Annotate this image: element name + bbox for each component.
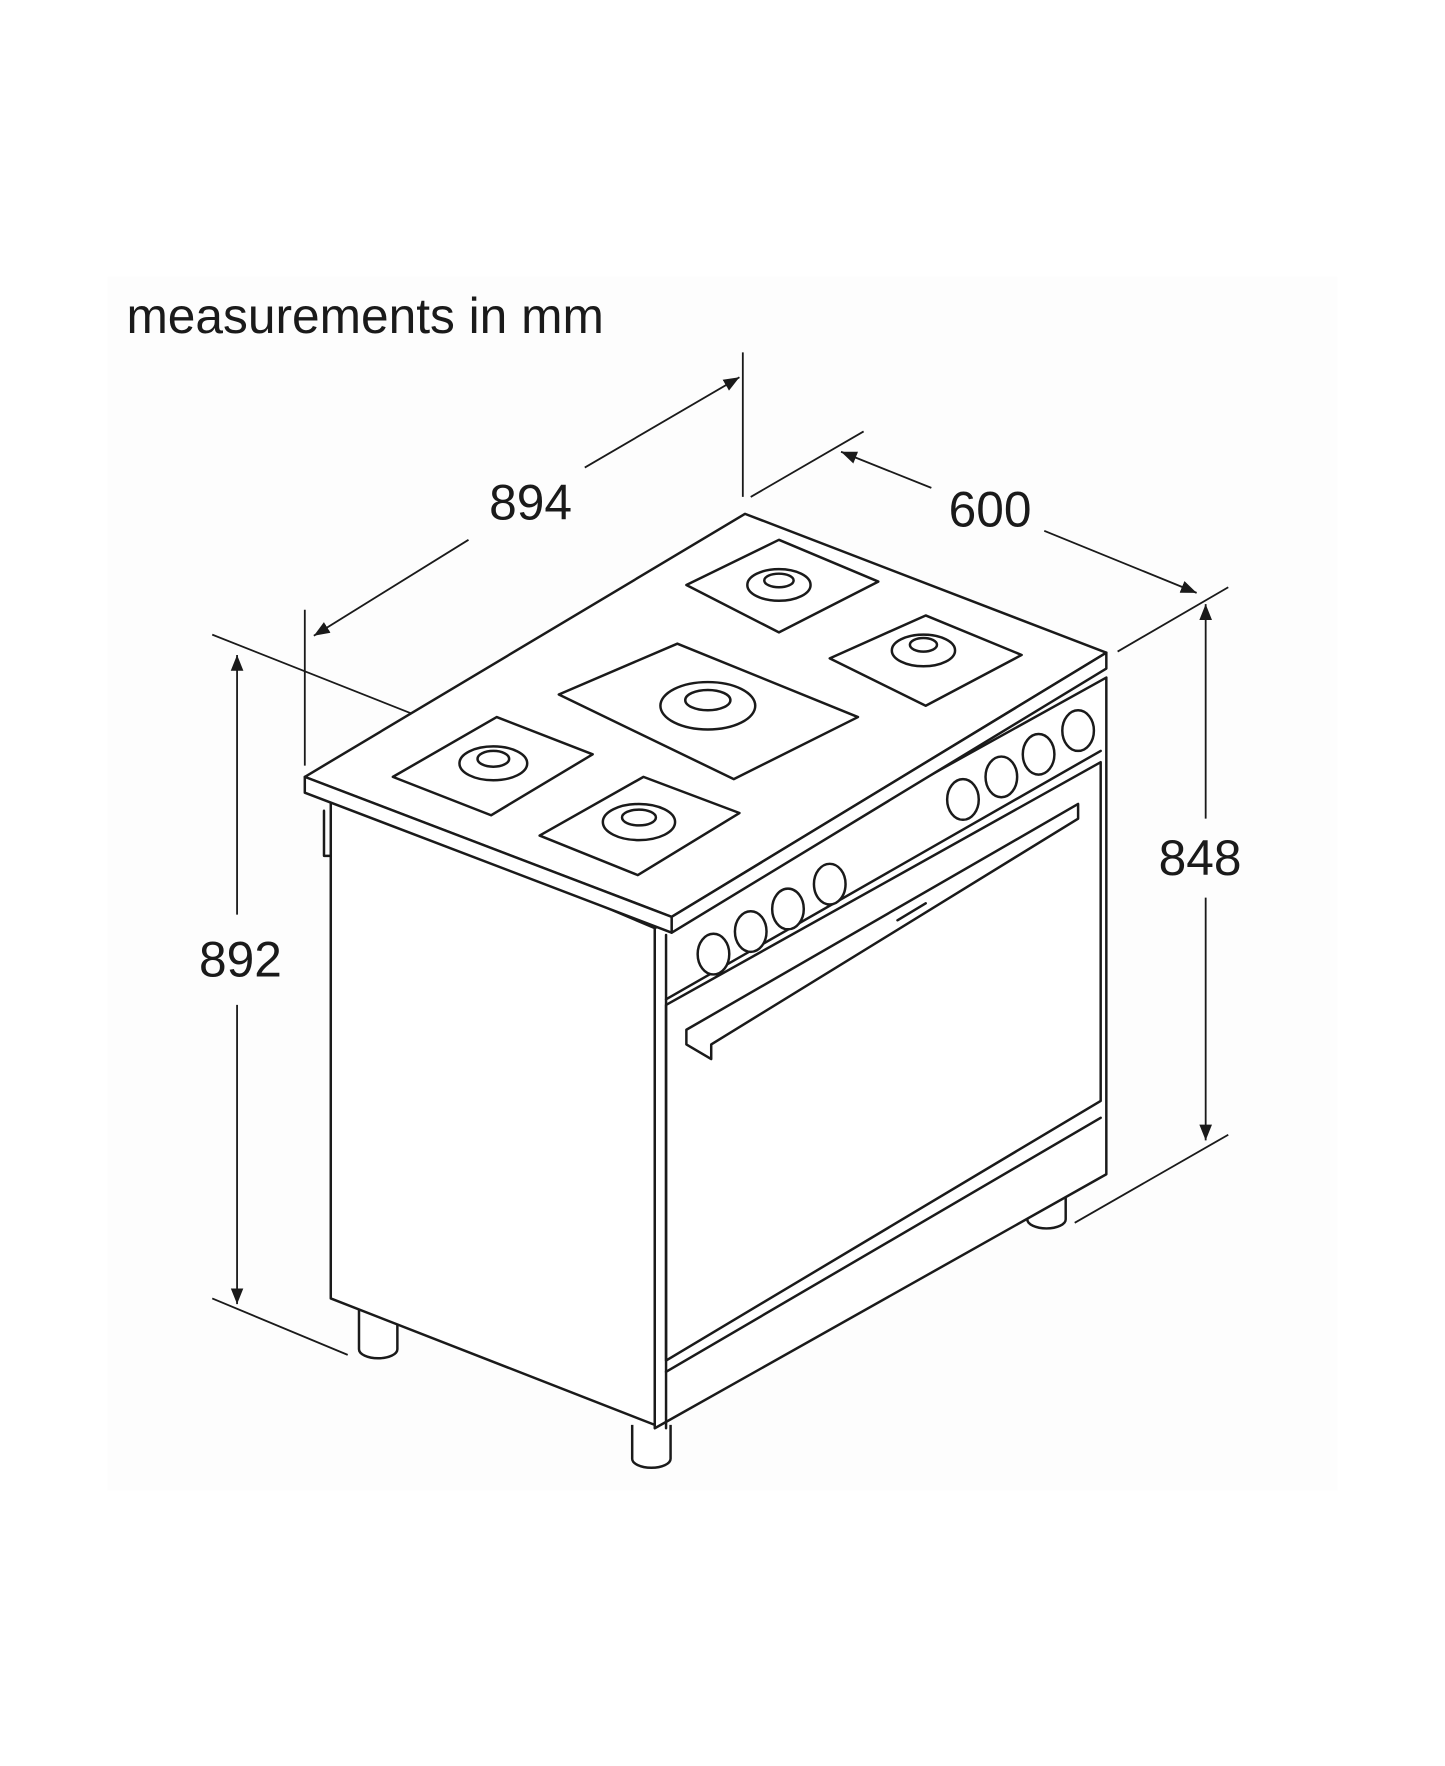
burners: [391, 538, 1023, 877]
cooker-drawing: [303, 512, 1108, 1469]
total-height-label: 892: [199, 932, 282, 988]
control-knobs: [696, 709, 1096, 976]
diagram-title: measurements in mm: [126, 288, 603, 344]
width-dimension: 894: [303, 352, 744, 766]
body-height-dimension: 848: [1074, 604, 1242, 1224]
body-height-label: 848: [1159, 830, 1242, 886]
depth-label: 600: [949, 481, 1032, 537]
total-height-dimension: 892: [199, 633, 430, 1356]
width-label: 894: [489, 474, 572, 530]
depth-dimension: 600: [750, 430, 1229, 653]
